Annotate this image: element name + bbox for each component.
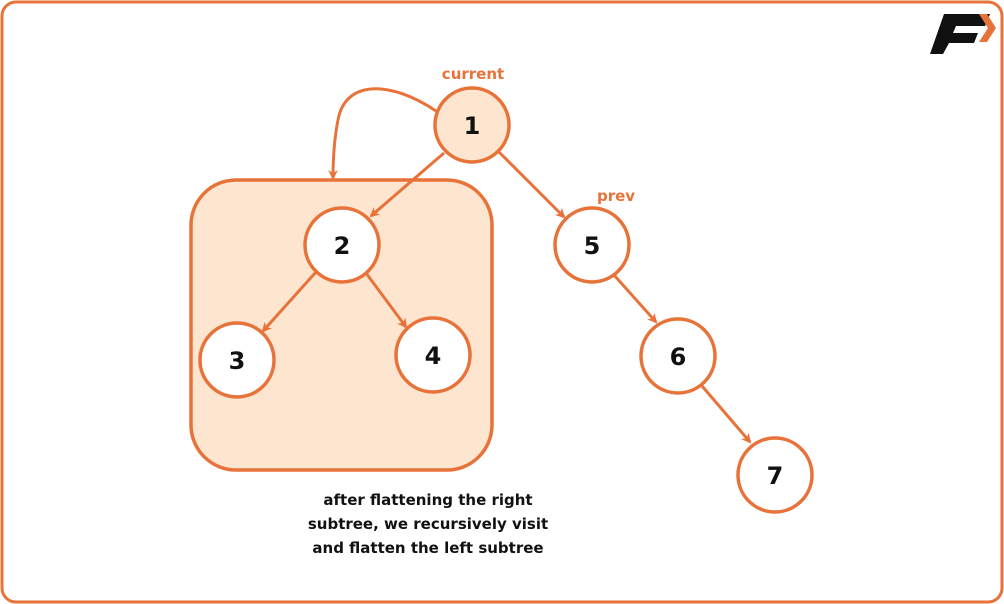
caption-line-1: after flattening the right (323, 491, 532, 509)
node-label: 3 (229, 347, 246, 375)
logo (930, 14, 996, 54)
caption-line-2: subtree, we recursively visit (308, 515, 548, 533)
edge-2-3 (261, 270, 318, 333)
node-label: 2 (334, 232, 351, 260)
node-label: 4 (425, 342, 442, 370)
node-6: 6 (639, 317, 717, 395)
left-subtree-box (189, 178, 494, 472)
edge-1-5 (497, 150, 566, 219)
caption-line-3: and flatten the left subtree (312, 539, 543, 557)
edge-2-4 (364, 272, 408, 329)
node-5: 5 (553, 206, 631, 284)
node-4: 4 (394, 316, 472, 394)
node-7: 7 (736, 436, 814, 514)
edge-6-7 (700, 385, 752, 444)
current-pointer-label: current (442, 65, 504, 83)
node-label: 5 (584, 232, 601, 260)
node-2: 2 (303, 206, 381, 284)
node-label: 6 (670, 343, 687, 371)
node-1: 1 (433, 86, 511, 164)
prev-pointer-label: prev (597, 187, 635, 205)
node-label: 1 (464, 112, 481, 140)
node-label: 7 (767, 462, 784, 490)
node-3: 3 (198, 321, 276, 399)
edge-5-6 (612, 274, 658, 324)
edge-1-2 (369, 151, 445, 218)
edge-1-to-left-subtree (328, 87, 437, 180)
